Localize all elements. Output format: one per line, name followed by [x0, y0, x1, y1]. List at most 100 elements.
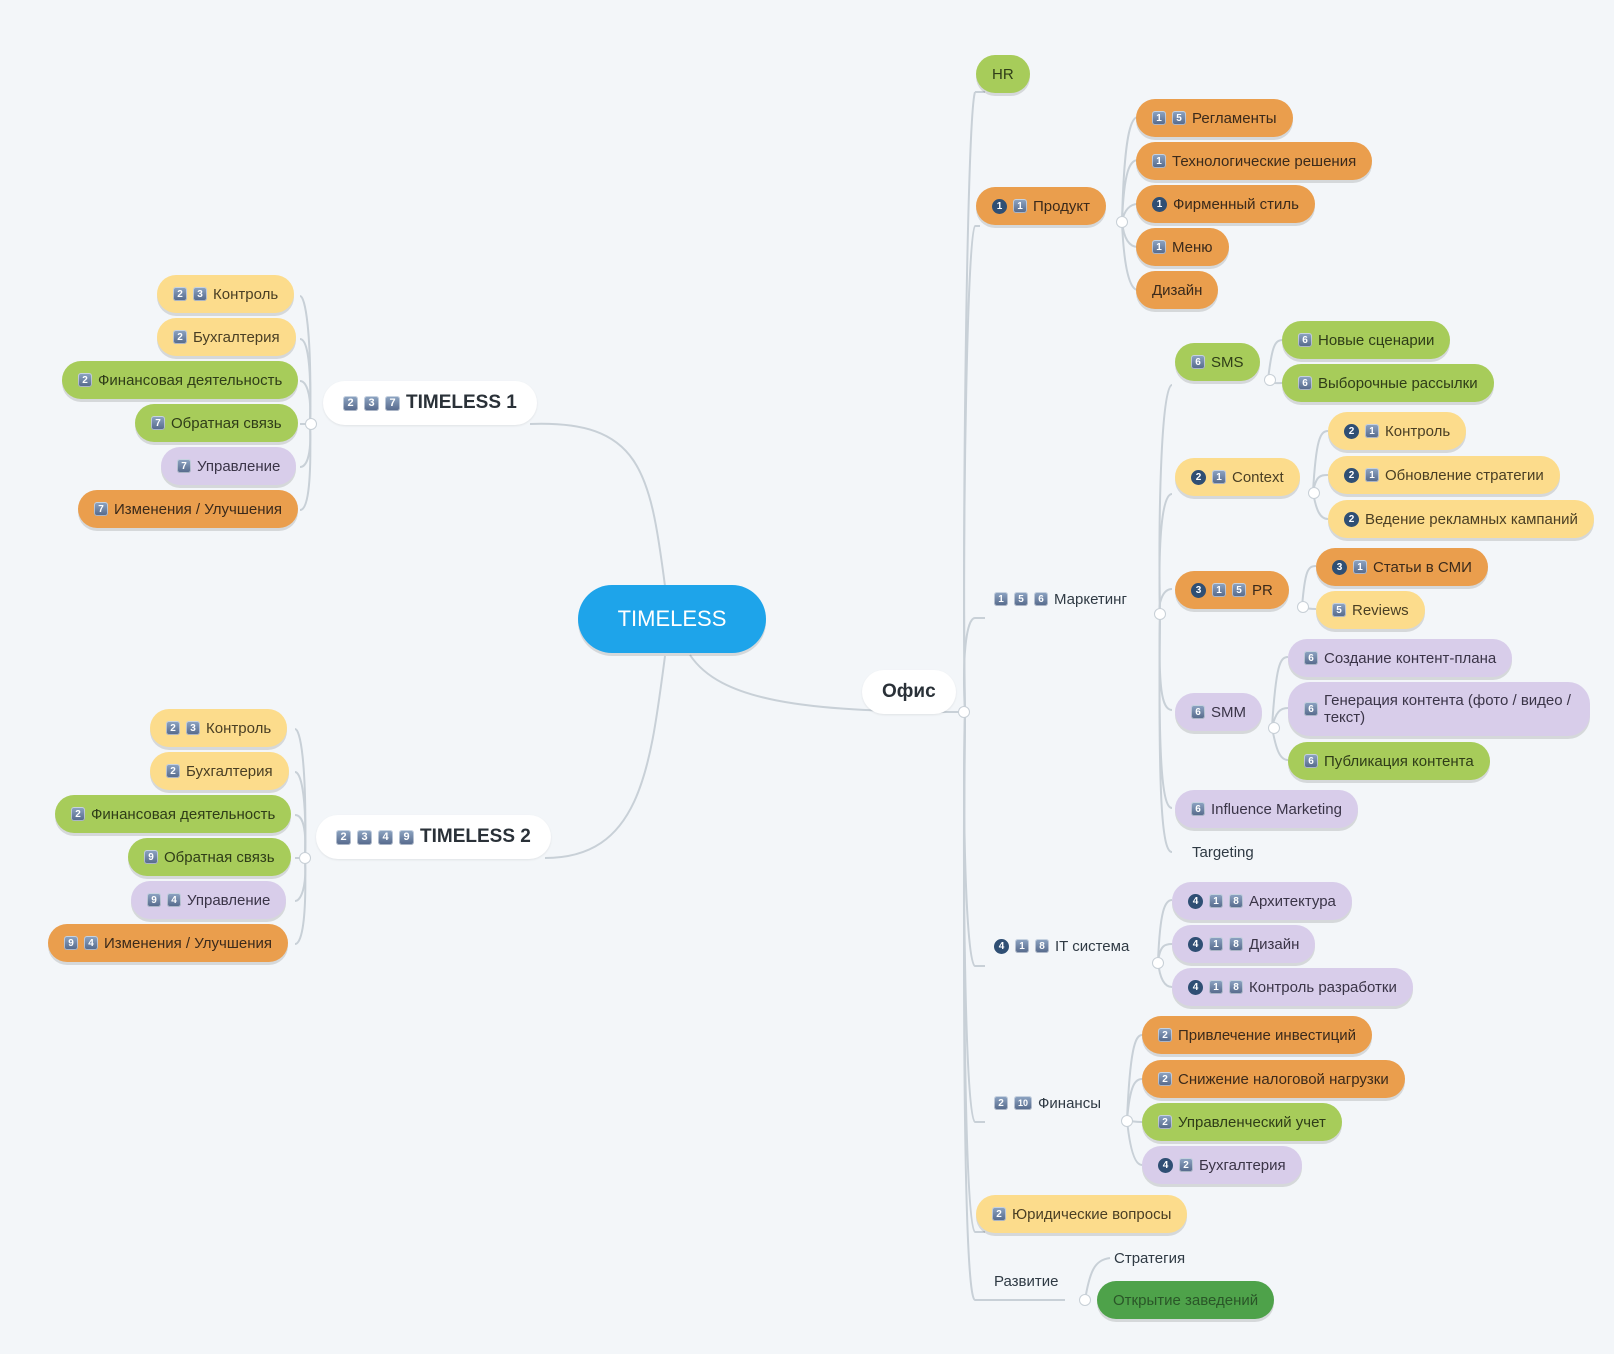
t2-financial-activity[interactable]: 2 Финансовая деятельность [55, 795, 292, 833]
collapse-handle[interactable] [1079, 1294, 1091, 1306]
collapse-handle[interactable] [1116, 216, 1128, 228]
marker-icon: 4 [167, 893, 181, 907]
finance-tax-reduction[interactable]: 2 Снижение налоговой нагрузки [1142, 1060, 1405, 1098]
topic-label: Финансовая деятельность [98, 371, 283, 389]
collapse-handle[interactable] [1154, 608, 1166, 620]
marker-icon: 2 [166, 721, 180, 735]
context-strategy-update[interactable]: 2 1 Обновление стратегии [1328, 456, 1560, 494]
product-design[interactable]: Дизайн [1136, 271, 1219, 309]
pr-reviews[interactable]: 5 Reviews [1316, 591, 1425, 629]
marketing-context[interactable]: 2 1 Context [1175, 458, 1300, 496]
topic-timeless-1[interactable]: 2 3 7 TIMELESS 1 [323, 381, 537, 425]
t1-feedback[interactable]: 7 Обратная связь [135, 404, 298, 442]
marker-icon: 1 [1209, 894, 1223, 908]
priority-icon: 4 [1188, 893, 1203, 909]
product-brand-style[interactable]: 1 Фирменный стиль [1136, 185, 1315, 223]
marketing-pr[interactable]: 3 1 5 PR [1175, 571, 1289, 609]
topic-label: Управление [197, 457, 281, 475]
marker-icon: 7 [151, 416, 165, 430]
marker-icon: 4 [84, 936, 98, 950]
smm-content-generation[interactable]: 6 Генерация контента (фото / видео / тек… [1288, 682, 1590, 736]
marker-icon: 7 [177, 459, 191, 473]
t2-improvements[interactable]: 9 4 Изменения / Улучшения [48, 924, 288, 962]
branch-legal[interactable]: 2 Юридические вопросы [976, 1195, 1188, 1233]
collapse-handle[interactable] [1121, 1115, 1133, 1127]
branch-finance[interactable]: 2 10 Финансы [992, 1088, 1103, 1118]
pr-media-articles[interactable]: 3 1 Статьи в СМИ [1316, 548, 1488, 586]
branch-development[interactable]: Развитие [992, 1266, 1061, 1296]
sms-selective-mailing[interactable]: 6 Выборочные рассылки [1282, 364, 1494, 402]
product-regulations[interactable]: 1 5 Регламенты [1136, 99, 1293, 137]
t2-accounting[interactable]: 2 Бухгалтерия [150, 752, 289, 790]
topic-label: Развитие [994, 1272, 1059, 1290]
collapse-handle[interactable] [305, 418, 317, 430]
topic-label: SMS [1211, 353, 1244, 371]
collapse-handle[interactable] [1268, 722, 1280, 734]
topic-label: Управленческий учет [1178, 1113, 1326, 1131]
product-menu[interactable]: 1 Меню [1136, 228, 1229, 266]
finance-bookkeeping[interactable]: 4 2 Бухгалтерия [1142, 1146, 1302, 1184]
priority-icon: 4 [1188, 979, 1203, 995]
marker-icon: 2 [336, 829, 351, 845]
collapse-handle[interactable] [1264, 374, 1276, 386]
marker-icon: 1 [1015, 939, 1029, 953]
marker-icon: 1 [1212, 470, 1226, 484]
branch-it-system[interactable]: 4 1 8 IT система [992, 931, 1131, 961]
finance-investments[interactable]: 2 Привлечение инвестиций [1142, 1016, 1372, 1054]
collapse-handle[interactable] [1297, 601, 1309, 613]
marker-icon: 8 [1035, 939, 1049, 953]
marker-icon: 6 [1304, 651, 1318, 665]
finance-management-accounting[interactable]: 2 Управленческий учет [1142, 1103, 1342, 1141]
development-strategy[interactable]: Стратегия [1112, 1243, 1187, 1273]
development-openings[interactable]: Открытие заведений [1097, 1281, 1275, 1319]
collapse-handle[interactable] [1152, 957, 1164, 969]
context-control[interactable]: 2 1 Контроль [1328, 412, 1467, 450]
collapse-handle[interactable] [958, 706, 970, 718]
branch-marketing[interactable]: 1 5 6 Маркетинг [992, 584, 1129, 614]
it-dev-control[interactable]: 4 1 8 Контроль разработки [1172, 968, 1413, 1006]
branch-product[interactable]: 1 1 Продукт [976, 187, 1106, 225]
marker-icon: 1 [1209, 980, 1223, 994]
t1-improvements[interactable]: 7 Изменения / Улучшения [78, 490, 298, 528]
t1-accounting[interactable]: 2 Бухгалтерия [157, 318, 296, 356]
topic-timeless-2[interactable]: 2 3 4 9 TIMELESS 2 [316, 815, 551, 859]
it-design[interactable]: 4 1 8 Дизайн [1172, 925, 1316, 963]
topic-label: Регламенты [1192, 109, 1277, 127]
topic-label: Открытие заведений [1113, 1291, 1259, 1309]
priority-icon: 1 [992, 198, 1007, 214]
topic-office[interactable]: Офис [862, 670, 956, 714]
marketing-targeting[interactable]: Targeting [1190, 837, 1256, 867]
collapse-handle[interactable] [1308, 487, 1320, 499]
it-architecture[interactable]: 4 1 8 Архитектура [1172, 882, 1352, 920]
topic-label: Контроль [213, 285, 279, 303]
marker-icon: 5 [1332, 603, 1346, 617]
marketing-influence[interactable]: 6 Influence Marketing [1175, 790, 1358, 828]
marker-icon: 1 [1353, 560, 1367, 574]
product-tech-solutions[interactable]: 1 Технологические решения [1136, 142, 1373, 180]
priority-markers: 2 3 4 9 [336, 829, 414, 845]
t2-feedback[interactable]: 9 Обратная связь [128, 838, 291, 876]
marketing-sms[interactable]: 6 SMS [1175, 343, 1260, 381]
central-topic-label: TIMELESS [617, 606, 727, 631]
context-ad-campaigns[interactable]: 2 Ведение рекламных кампаний [1328, 500, 1594, 538]
branch-hr[interactable]: HR [976, 55, 1030, 93]
t1-management[interactable]: 7 Управление [161, 447, 297, 485]
marker-icon: 8 [1229, 980, 1243, 994]
collapse-handle[interactable] [299, 852, 311, 864]
marketing-smm[interactable]: 6 SMM [1175, 693, 1262, 731]
t1-control[interactable]: 2 3 Контроль [157, 275, 295, 313]
sms-new-scenarios[interactable]: 6 Новые сценарии [1282, 321, 1451, 359]
smm-publication[interactable]: 6 Публикация контента [1288, 742, 1490, 780]
t2-control[interactable]: 2 3 Контроль [150, 709, 288, 747]
marker-icon: 6 [1304, 702, 1318, 716]
t1-financial-activity[interactable]: 2 Финансовая деятельность [62, 361, 299, 399]
marker-icon: 1 [1152, 111, 1166, 125]
marker-icon: 7 [94, 502, 108, 516]
marker-icon: 8 [1229, 937, 1243, 951]
central-topic[interactable]: TIMELESS [578, 585, 766, 653]
t2-management[interactable]: 9 4 Управление [131, 881, 287, 919]
marker-icon: 6 [1304, 754, 1318, 768]
marker-icon: 3 [357, 829, 372, 845]
marker-icon: 8 [1229, 894, 1243, 908]
smm-content-plan[interactable]: 6 Создание контент-плана [1288, 639, 1513, 677]
